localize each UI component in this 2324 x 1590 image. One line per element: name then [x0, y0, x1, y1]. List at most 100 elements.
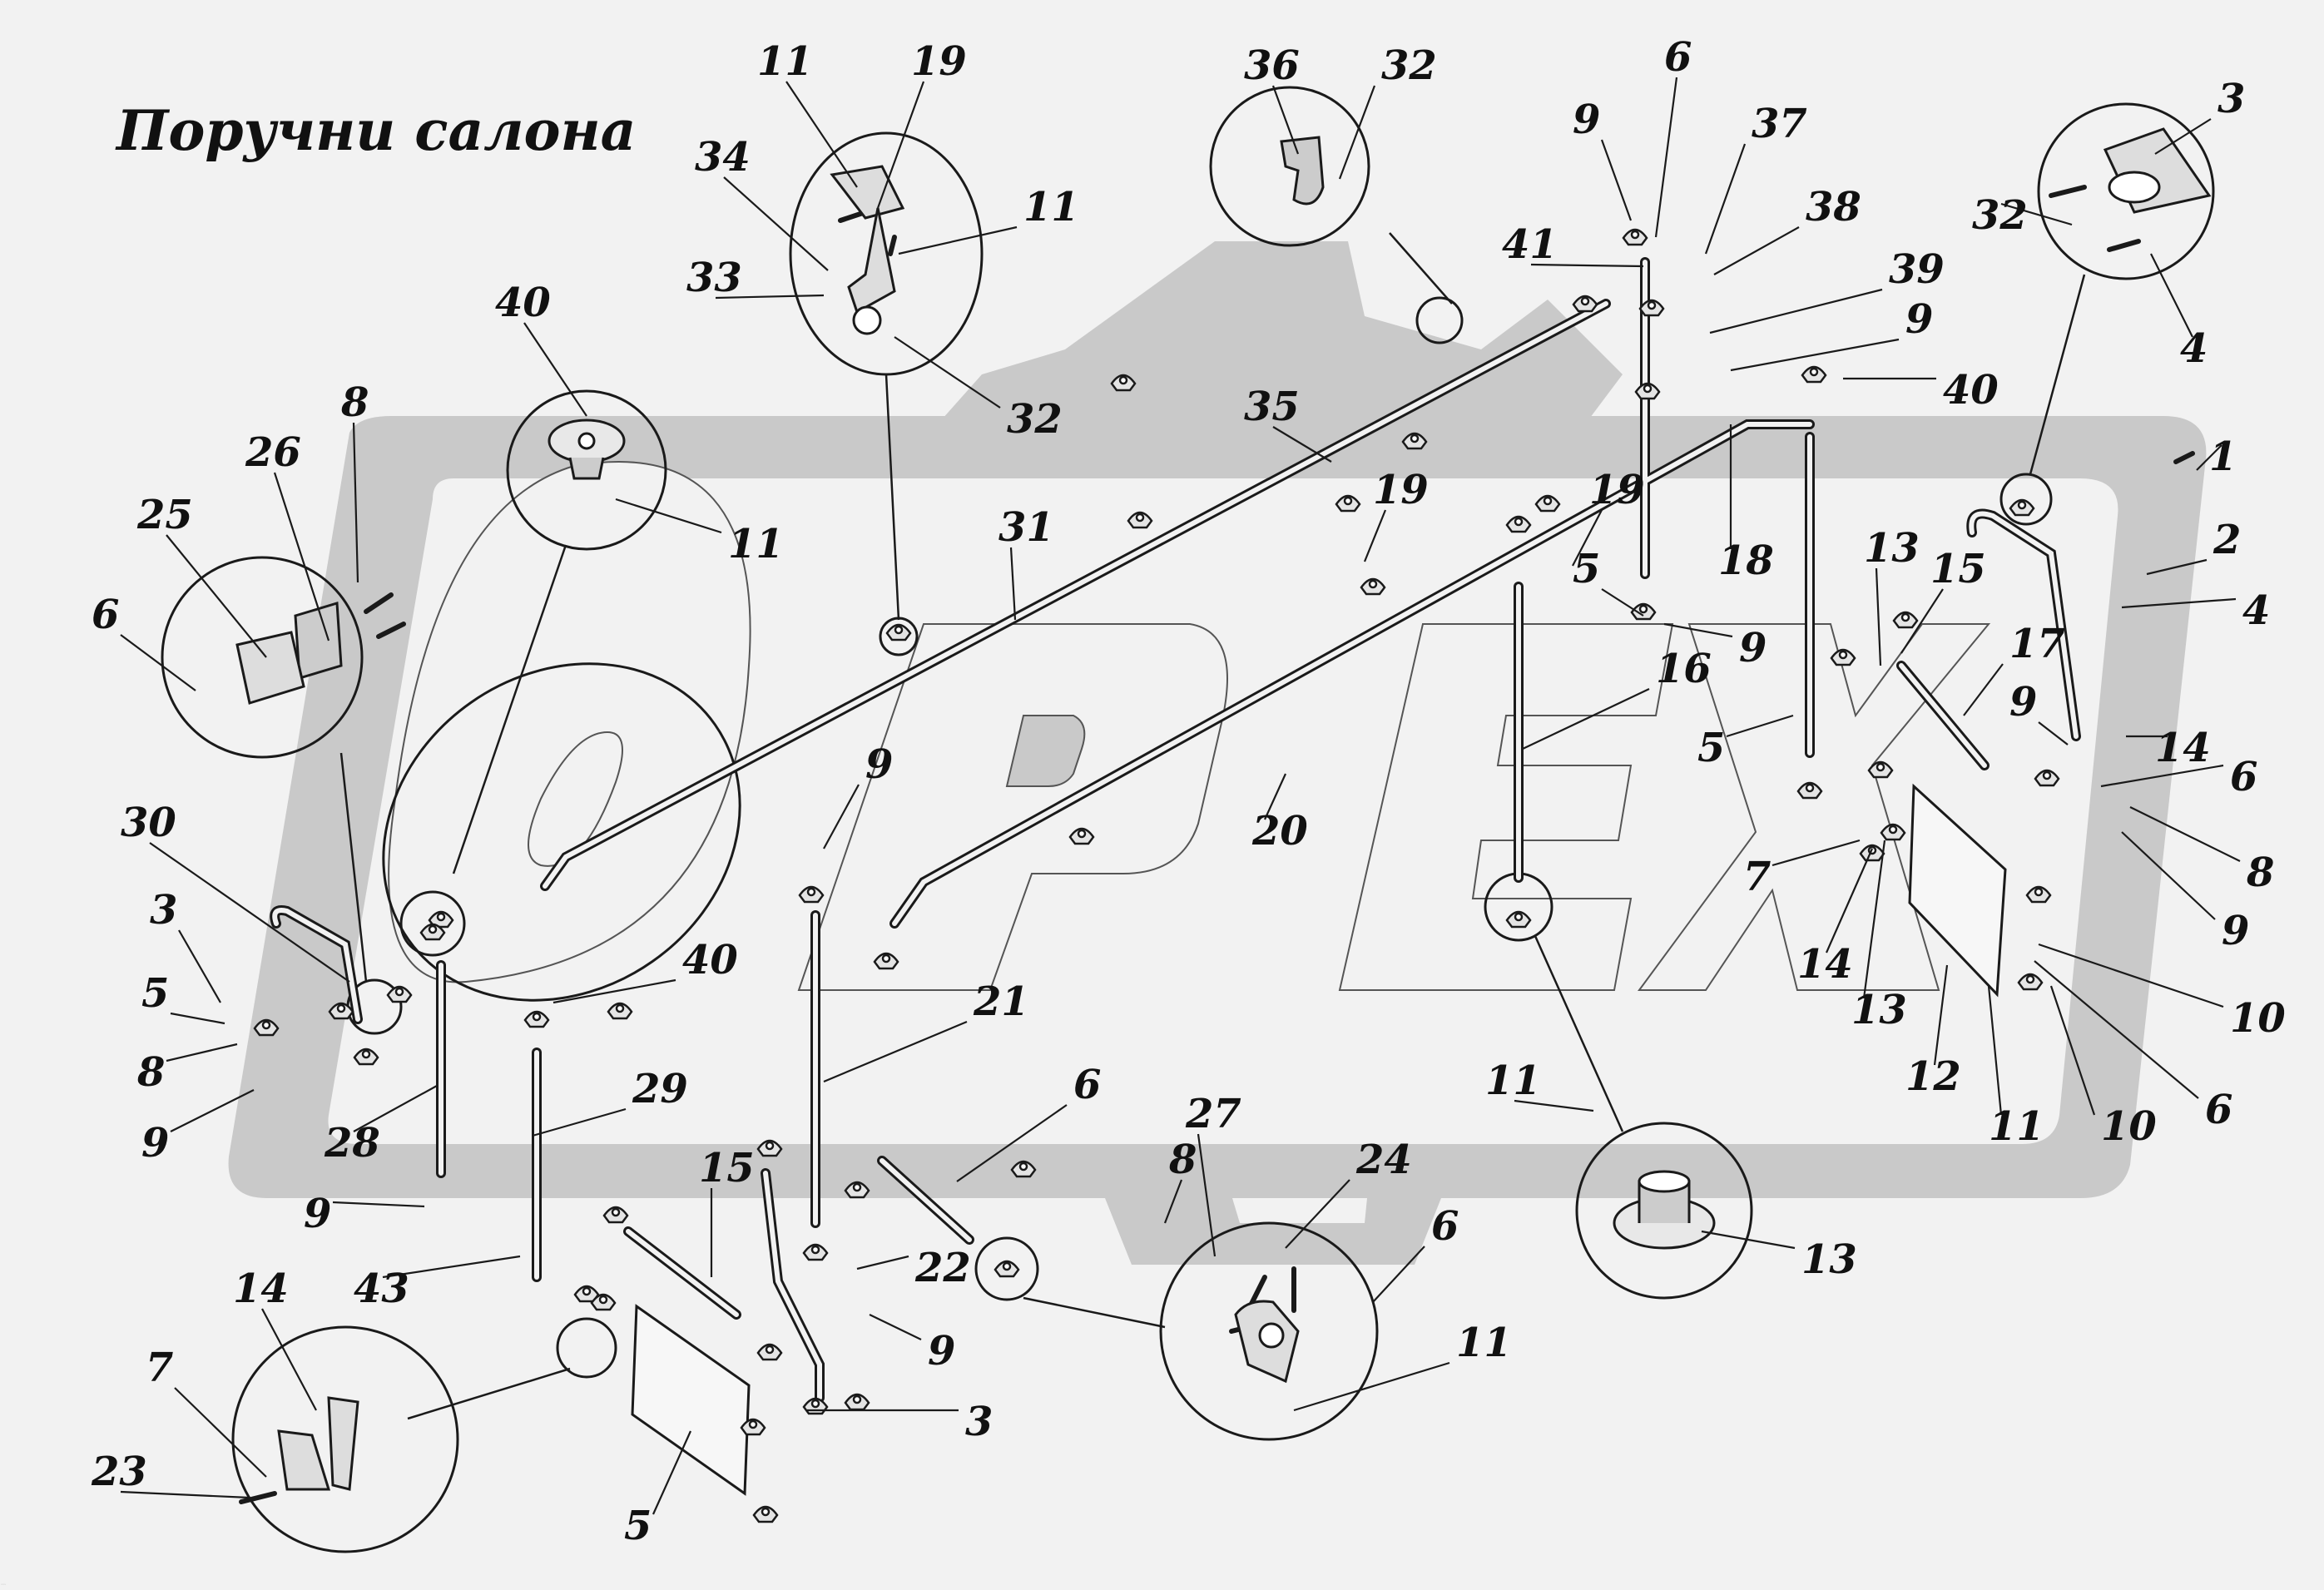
callout-35: 35 [1244, 384, 1300, 430]
callout-15: 15 [1930, 546, 1986, 592]
callout-40: 40 [682, 937, 738, 983]
callout-38: 38 [1806, 184, 1861, 230]
leader-line-11 [785, 81, 858, 188]
callout-6: 6 [2230, 754, 2257, 800]
callout-13: 13 [1864, 525, 1920, 572]
callout-26: 26 [245, 429, 301, 476]
detail-circle-hook-36 [1209, 86, 1370, 247]
mount-hole [1809, 367, 1819, 377]
callout-27: 27 [1185, 1091, 1241, 1137]
leader-line-8 [1163, 1179, 1183, 1224]
callout-17: 17 [2009, 621, 2065, 667]
leader-line-7 [174, 1387, 267, 1478]
callout-6: 6 [2205, 1087, 2232, 1133]
leader-line-38 [1713, 226, 1800, 275]
callout-14: 14 [2155, 725, 2211, 771]
leader-line-26 [273, 472, 330, 641]
panel-12 [1908, 783, 2007, 998]
callout-3: 3 [965, 1399, 993, 1445]
callout-9: 9 [1739, 625, 1767, 671]
mount-hole [1638, 604, 1648, 614]
callout-9: 9 [1905, 296, 1933, 343]
callout-6: 6 [1664, 34, 1692, 81]
leader-line-29 [532, 1107, 627, 1137]
diagram-title: Поручни салона [116, 98, 637, 163]
callout-31: 31 [998, 504, 1054, 551]
callout-9: 9 [2009, 679, 2037, 726]
mount-hole [1018, 1162, 1028, 1171]
callout-9: 9 [304, 1191, 331, 1237]
leader-line-9 [2038, 721, 2069, 745]
detail-circle-bracket-13 [231, 1325, 459, 1553]
callout-9: 9 [2222, 908, 2249, 954]
leader-line-24 [1285, 1179, 1350, 1249]
leader-lines [120, 77, 2241, 1515]
mount-hole [1514, 912, 1524, 922]
callout-8: 8 [340, 379, 369, 426]
callout-43: 43 [354, 1266, 409, 1312]
hardware-parts [239, 185, 2195, 1523]
leader-line-23 [120, 1490, 250, 1499]
mount-hole [615, 1003, 625, 1013]
bolt [888, 235, 897, 256]
leader-line-4 [2121, 597, 2237, 609]
callout-5: 5 [1573, 546, 1600, 592]
mount-hole [1343, 496, 1353, 506]
leader-line-40 [553, 978, 676, 1004]
mount-hole [2017, 500, 2027, 510]
mount-hole [1888, 825, 1898, 835]
leader-line-37 [1704, 143, 1747, 255]
leader-line-11 [1293, 1361, 1450, 1412]
mount-hole [436, 912, 446, 922]
leader-line-13 [1701, 1230, 1796, 1250]
callout-39: 39 [1889, 246, 1945, 293]
callout-32: 32 [1007, 396, 1063, 443]
callout-28: 28 [324, 1120, 380, 1166]
leader-line-14 [1825, 848, 1874, 954]
detail-contents [235, 127, 2212, 1491]
leader-line-8 [2129, 806, 2241, 862]
callout-19: 19 [911, 38, 967, 85]
mount-hole [852, 1394, 862, 1404]
callout-40: 40 [1943, 367, 1999, 414]
leader-line-1 [2196, 444, 2222, 471]
connector-lines [339, 232, 2086, 1420]
mount-hole [1543, 496, 1553, 506]
callout-32: 32 [1972, 192, 2028, 239]
panel-23 [631, 1304, 751, 1496]
mount-hole [852, 1182, 862, 1192]
leader-line-21 [823, 1020, 968, 1083]
callout-19: 19 [1373, 467, 1429, 513]
callout-2: 2 [2213, 517, 2241, 563]
leader-line-19 [1572, 509, 1603, 567]
leader-line-35 [1272, 426, 1332, 463]
leader-line-16 [1522, 688, 1650, 750]
callout-7: 7 [1743, 854, 1771, 900]
bolt [239, 1491, 277, 1504]
callout-33: 33 [686, 255, 742, 301]
callout-18: 18 [1718, 537, 1774, 584]
leader-line-9 [1730, 338, 1900, 372]
callout-13: 13 [1801, 1236, 1857, 1283]
callout-14: 14 [1797, 941, 1853, 988]
mount-hole [598, 1295, 608, 1305]
leader-line-13 [1862, 840, 1886, 999]
mount-hole [1135, 513, 1145, 523]
leader-line-5 [170, 1012, 225, 1025]
bolt [2107, 239, 2141, 252]
leader-line-30 [149, 842, 350, 983]
callout-22: 22 [914, 1245, 971, 1291]
callout-4: 4 [2180, 325, 2208, 372]
leader-line-14 [261, 1308, 317, 1411]
callout-16: 16 [1656, 646, 1712, 692]
mount-hole [1002, 1261, 1012, 1271]
callout-6: 6 [1431, 1203, 1459, 1250]
leader-line-6 [120, 634, 196, 691]
leader-line-6 [956, 1104, 1068, 1182]
detail-circle-cap-3 [2037, 102, 2215, 280]
mount-hole [532, 1012, 542, 1022]
callout-14: 14 [233, 1266, 289, 1312]
callout-25: 25 [136, 492, 193, 538]
bolt [2173, 451, 2195, 464]
leader-line-9 [2121, 831, 2216, 920]
